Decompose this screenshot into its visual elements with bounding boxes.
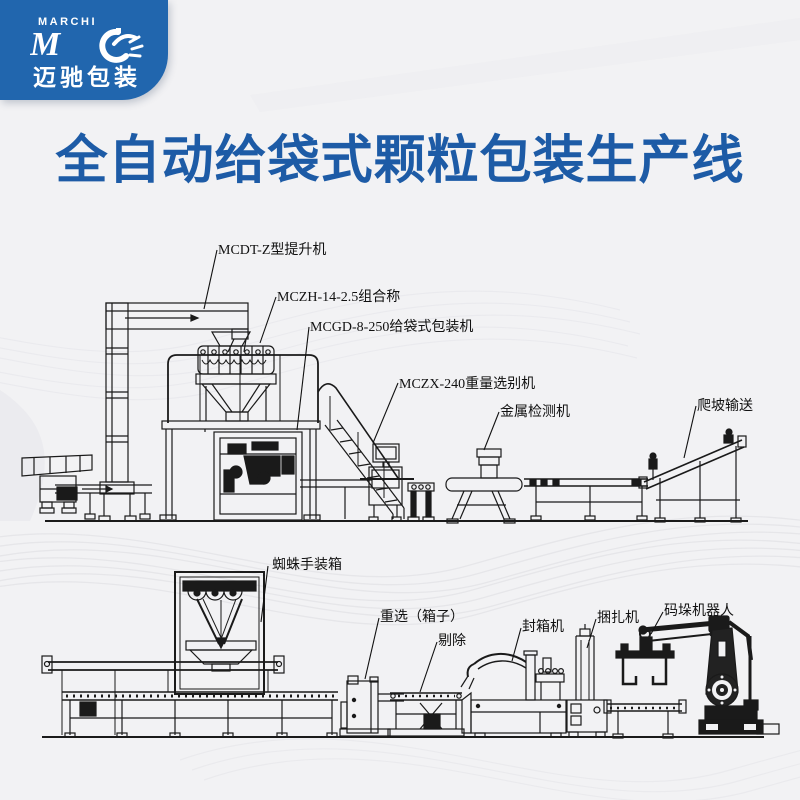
brand-badge: MARCHI M 迈驰包装 (0, 0, 168, 100)
label-metal-detector: 金属检测机 (500, 404, 570, 420)
infeed-vibratory-feeder (21, 454, 93, 514)
label-weight-sorter: MCZX-240重量选别机 (399, 376, 535, 392)
palletizing-robot-machine (615, 615, 780, 735)
carton-sealer-machine (460, 650, 567, 738)
robot-outfeed-conveyor (603, 699, 687, 739)
background-shade (0, 390, 45, 521)
discharge-conveyor (524, 478, 648, 521)
z-elevator (98, 302, 249, 522)
strapping-machine-body (566, 624, 608, 738)
bag-packer (213, 431, 372, 521)
label-spider-hand: 蜘蛛手装箱 (272, 557, 342, 573)
spider-hand-machine (174, 571, 265, 695)
transfer-conveyor (407, 482, 435, 522)
reject-conveyor (387, 692, 465, 737)
label-elevator: MCDT-Z型提升机 (218, 242, 326, 258)
machine-labels: MCDT-Z型提升机 MCZH-14-2.5组合称 MCGD-8-250给袋式包… (218, 242, 753, 649)
label-strapping-machine: 捆扎机 (597, 610, 639, 626)
label-reject: 剔除 (438, 633, 466, 649)
label-recheck-weigher: 重选（箱子） (380, 609, 464, 625)
infeed-conveyor (55, 484, 152, 520)
label-palletizing-robot: 码垛机器人 (664, 603, 734, 619)
background-waves-upper (0, 290, 641, 401)
brand-name-en: MARCHI (38, 16, 97, 28)
background-shade-2 (250, 18, 800, 112)
weight-sorter-machine (360, 443, 414, 522)
combination-weigher (195, 331, 277, 422)
svg-text:M: M (30, 26, 62, 63)
incline-conveyor-machine (638, 428, 747, 523)
weigher-platform (159, 354, 321, 521)
leader-lines (203, 249, 697, 693)
brand-name-cn: 迈驰包装 (33, 64, 141, 90)
label-combination-weigher: MCZH-14-2.5组合称 (277, 289, 400, 305)
label-incline-conveyor: 爬坡输送 (697, 398, 753, 414)
label-carton-sealer: 封箱机 (522, 619, 564, 635)
recheck-weigher-machine (339, 675, 404, 737)
platform-stairs (317, 383, 405, 519)
lower-line (41, 571, 780, 739)
label-bag-packer: MCGD-8-250给袋式包装机 (310, 319, 473, 335)
page-title: 全自动给袋式颗粒包装生产线 (55, 132, 745, 190)
horse-monogram-icon: M (30, 26, 144, 63)
metal-detector-machine (445, 448, 523, 524)
case-conveyor (41, 655, 338, 738)
upper-line (21, 302, 748, 524)
